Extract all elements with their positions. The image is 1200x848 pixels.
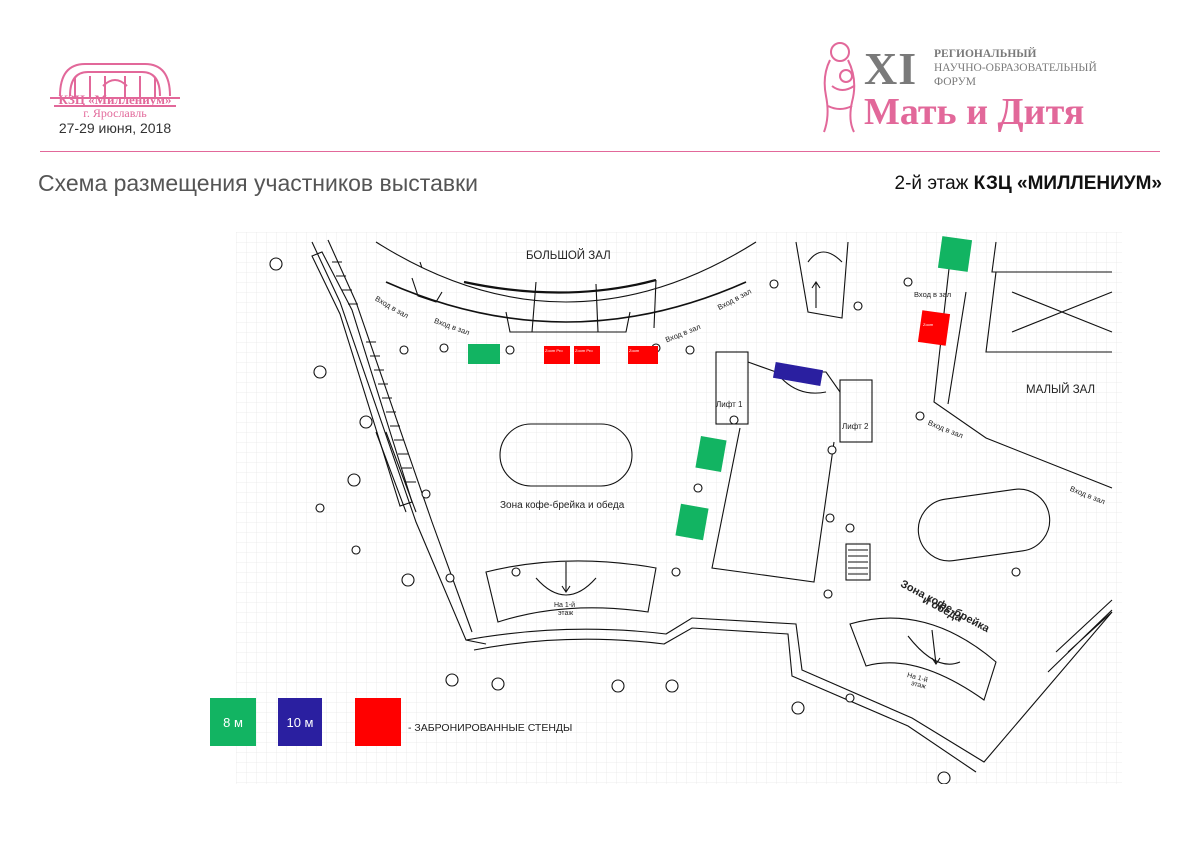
big-hall-label: БОЛЬШОЙ ЗАЛ xyxy=(526,250,611,262)
page-title: Схема размещения участников выставки xyxy=(38,170,478,196)
small-hall-label: МАЛЫЙ ЗАЛ xyxy=(1026,384,1096,396)
lift-2-label: Лифт 2 xyxy=(842,422,869,431)
booth-red-1[interactable] xyxy=(544,346,570,364)
floor-plan: Zoom Pro Zoom Pro Zoom Zoom БОЛЬШОЙ ЗАЛ … xyxy=(236,232,1122,784)
legend-8m-label: 8 м xyxy=(223,714,243,730)
legend-10m: 10 м xyxy=(278,698,322,746)
lift-1-label: Лифт 1 xyxy=(716,400,743,409)
booth-red-2[interactable] xyxy=(574,346,600,364)
booth-green-mid-1[interactable] xyxy=(695,435,727,473)
venue-logo xyxy=(50,63,180,107)
stairs-down-left-2: этаж xyxy=(558,610,574,617)
floor-label: 2-й этаж КЗЦ «МИЛЛЕНИУМ» xyxy=(895,173,1162,195)
entrance-5[interactable]: Вход в зал xyxy=(914,290,952,299)
forum-subtitle-3: ФОРУМ xyxy=(934,76,977,88)
booth-red-right[interactable] xyxy=(917,310,951,346)
madonna-logo xyxy=(823,42,856,133)
forum-title: Мать и Дитя xyxy=(864,91,1085,133)
floor-plan-drawing xyxy=(236,232,1122,784)
forum-subtitle-2: НАУЧНО-ОБРАЗОВАТЕЛЬНЫЙ xyxy=(934,62,1097,74)
legend-reserved-swatch xyxy=(355,698,401,746)
coffee-zone-left: Зона кофе-брейка и обеда xyxy=(500,500,625,511)
booth-red-3[interactable] xyxy=(628,346,658,364)
booth-green-top[interactable] xyxy=(468,344,500,364)
legend-10m-label: 10 м xyxy=(286,714,314,730)
event-dates: 27-29 июня, 2018 xyxy=(58,120,172,136)
booth-blue[interactable] xyxy=(772,361,824,387)
forum-subtitle-1: РЕГИОНАЛЬНЫЙ xyxy=(934,48,1037,60)
floor-prefix: 2-й этаж xyxy=(894,173,969,194)
forum-number: XI xyxy=(864,43,918,94)
legend-reserved-label: - ЗАБРОНИРОВАННЫЕ СТЕНДЫ xyxy=(408,722,573,734)
venue-name: КЗЦ «Миллениум» xyxy=(58,92,172,107)
floor-venue: КЗЦ «МИЛЛЕНИУМ» xyxy=(973,173,1162,194)
legend-8m: 8 м xyxy=(210,698,256,746)
header-divider xyxy=(40,151,1160,152)
booth-green-mid-2[interactable] xyxy=(675,503,709,541)
booth-green-right-top[interactable] xyxy=(937,236,973,272)
venue-city: г. Ярославль xyxy=(83,106,147,120)
stairs-down-left-1: На 1-й xyxy=(554,602,576,609)
